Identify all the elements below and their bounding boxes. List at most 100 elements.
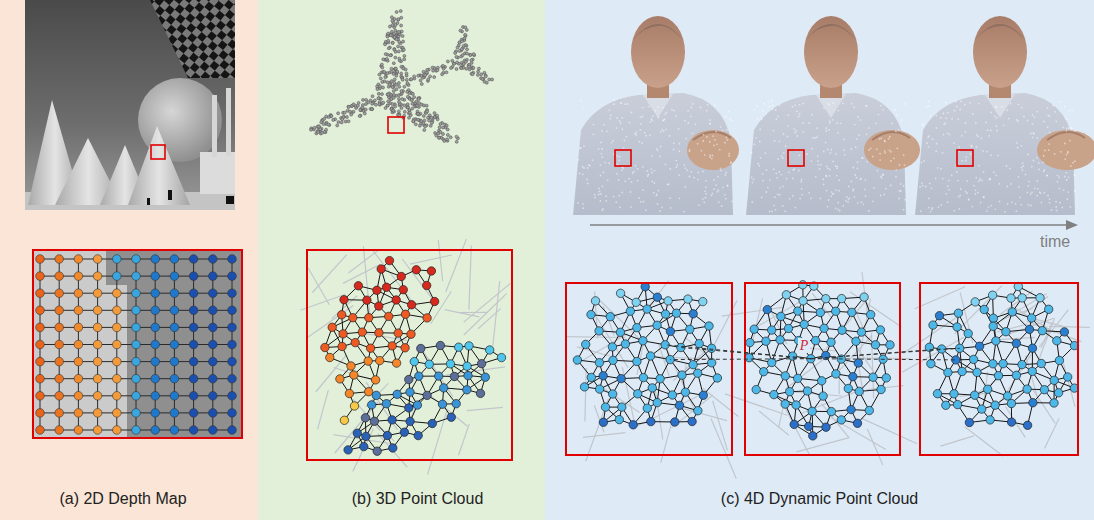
speckle bbox=[823, 151, 825, 153]
speckle bbox=[712, 135, 714, 137]
mesh-point bbox=[399, 286, 407, 294]
cloud-point bbox=[477, 70, 480, 73]
speckle bbox=[882, 174, 884, 176]
mesh-point bbox=[363, 296, 371, 304]
pixel-dot bbox=[132, 374, 141, 383]
speckle bbox=[704, 154, 706, 156]
speckle bbox=[819, 198, 821, 200]
mesh-point bbox=[338, 311, 346, 319]
speckle bbox=[697, 172, 699, 174]
cloud-point bbox=[441, 73, 444, 76]
speckle bbox=[863, 203, 865, 205]
speckle bbox=[829, 120, 831, 122]
speckle bbox=[705, 193, 707, 195]
cloud-point bbox=[468, 65, 471, 68]
speckle bbox=[758, 165, 760, 167]
pixel-dot bbox=[170, 426, 179, 435]
pixel-dot bbox=[55, 357, 64, 366]
speckle bbox=[880, 137, 882, 139]
speckle bbox=[786, 178, 788, 180]
speckle bbox=[1008, 118, 1010, 120]
speckle bbox=[1036, 137, 1038, 139]
mesh-point bbox=[465, 342, 473, 350]
speckle bbox=[942, 152, 944, 154]
speckle bbox=[692, 132, 694, 134]
speckle bbox=[996, 125, 998, 127]
speckle bbox=[928, 146, 930, 148]
speckle bbox=[935, 115, 937, 117]
mesh-point bbox=[428, 419, 436, 427]
speckle bbox=[659, 155, 661, 157]
speckle bbox=[829, 175, 831, 177]
person-cloud bbox=[573, 16, 739, 215]
cloud-point bbox=[476, 73, 479, 76]
speckle bbox=[772, 108, 774, 110]
speckle bbox=[880, 105, 882, 107]
pixel-dot bbox=[189, 306, 198, 315]
cloud-point bbox=[394, 24, 397, 27]
speckle bbox=[961, 135, 963, 137]
speckle bbox=[1028, 204, 1030, 206]
cloud-point bbox=[340, 121, 343, 124]
mesh-point bbox=[339, 330, 347, 338]
speckle bbox=[880, 195, 882, 197]
mesh-point bbox=[375, 329, 383, 337]
pixel-dot bbox=[36, 426, 45, 435]
speckle bbox=[848, 186, 850, 188]
mesh-point bbox=[400, 428, 408, 436]
speckle bbox=[598, 148, 600, 150]
plane-stroke bbox=[438, 240, 442, 281]
cloud-point bbox=[466, 52, 469, 55]
speckle bbox=[823, 184, 825, 186]
speckle bbox=[792, 106, 794, 108]
speckle bbox=[901, 119, 903, 121]
speckle bbox=[627, 103, 629, 105]
speckle bbox=[1019, 196, 1021, 198]
speckle bbox=[817, 155, 819, 157]
speckle bbox=[975, 177, 977, 179]
cloud-point bbox=[436, 69, 439, 72]
speckle bbox=[769, 179, 771, 181]
speckle bbox=[1054, 153, 1056, 155]
cloud-point bbox=[390, 98, 393, 101]
speckle bbox=[820, 164, 822, 166]
speckle bbox=[935, 150, 937, 152]
speckle bbox=[982, 150, 984, 152]
speckle bbox=[717, 191, 719, 193]
speckle bbox=[1054, 111, 1056, 113]
speckle bbox=[1030, 133, 1032, 135]
speckle bbox=[598, 188, 600, 190]
speckle bbox=[641, 116, 643, 118]
cloud-point bbox=[371, 95, 374, 98]
speckle bbox=[1049, 202, 1051, 204]
speckle bbox=[583, 167, 585, 169]
speckle bbox=[842, 205, 844, 207]
cloud-point bbox=[466, 48, 469, 51]
speckle bbox=[753, 178, 755, 180]
speckle bbox=[1040, 192, 1042, 194]
cloud-point bbox=[412, 120, 415, 123]
cloud-point bbox=[374, 103, 377, 106]
speckle bbox=[792, 178, 794, 180]
speckle bbox=[970, 153, 972, 155]
hair bbox=[975, 24, 1025, 40]
cloud-point bbox=[397, 18, 400, 21]
mesh-point bbox=[393, 390, 401, 398]
speckle bbox=[762, 110, 764, 112]
speckle bbox=[767, 101, 769, 103]
speckle bbox=[891, 123, 893, 125]
speckle bbox=[651, 172, 653, 174]
speckle bbox=[929, 183, 931, 185]
speckle bbox=[885, 188, 887, 190]
cloud-point bbox=[393, 48, 396, 51]
plane-stroke bbox=[478, 309, 501, 329]
cloud-point bbox=[465, 67, 468, 70]
speckle bbox=[1018, 186, 1020, 188]
speckle bbox=[994, 208, 996, 210]
speckle bbox=[976, 146, 978, 148]
mesh-point bbox=[405, 375, 413, 383]
speckle bbox=[713, 188, 715, 190]
speckle bbox=[729, 118, 731, 120]
cloud-point bbox=[464, 33, 467, 36]
cloud-point bbox=[392, 90, 395, 93]
